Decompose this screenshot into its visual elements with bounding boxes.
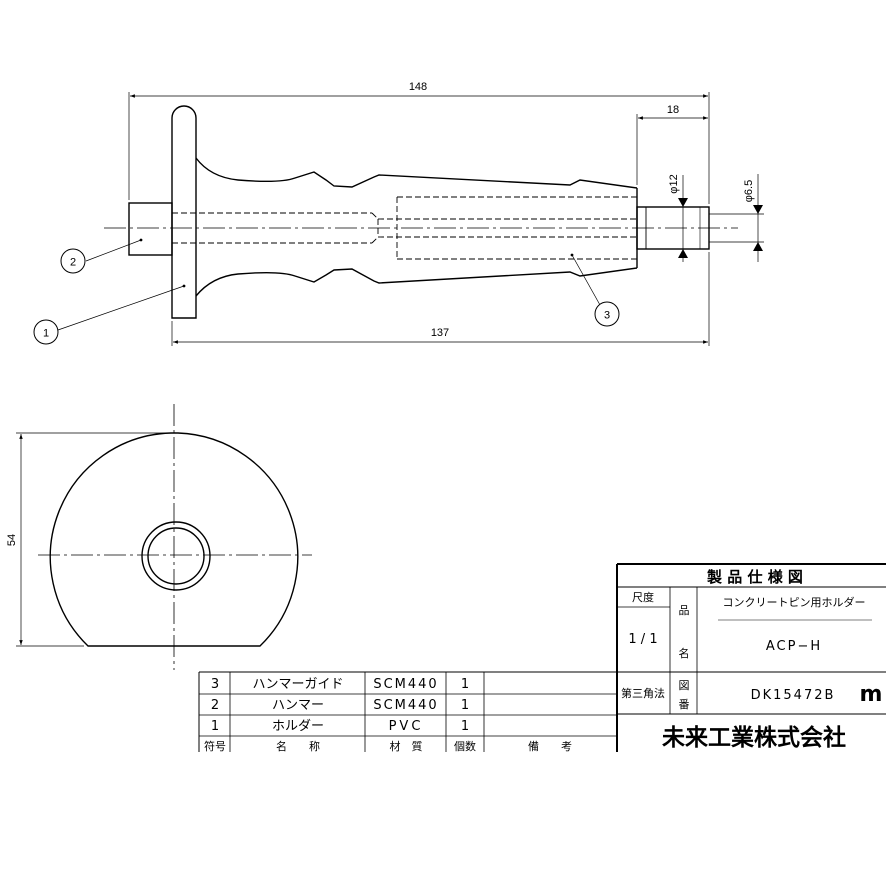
handle-profile-bottom — [195, 267, 638, 297]
svg-text:1: 1 — [461, 677, 469, 692]
svg-text:SCM440: SCM440 — [373, 677, 438, 692]
handle-profile-top — [195, 157, 638, 189]
hidden-lines — [172, 196, 637, 260]
dim-total-length — [128, 92, 710, 204]
drawing-label-bottom: 番 — [679, 698, 690, 711]
dim-54-label: 54 — [6, 534, 18, 546]
parts-row-2: 2 ハンマー SCM440 1 — [211, 698, 469, 713]
projection-method: 第三角法 — [621, 686, 665, 700]
svg-text:2: 2 — [211, 698, 219, 713]
balloon-2: 2 — [60, 238, 143, 274]
hole-outer — [141, 521, 211, 591]
svg-text:1: 1 — [211, 719, 219, 734]
title-block-title: 製 品 仕 様 図 — [706, 568, 803, 586]
svg-text:ホルダー: ホルダー — [272, 719, 324, 734]
drawing-label-top: 図 — [679, 679, 690, 692]
svg-text:2: 2 — [70, 257, 76, 269]
dim-tip-length — [636, 114, 708, 185]
svg-text:1: 1 — [461, 719, 469, 734]
svg-text:備 考: 備 考 — [528, 740, 572, 753]
svg-text:1: 1 — [43, 328, 49, 340]
company-logo-icon: m — [860, 682, 883, 707]
product-label-bottom: 名 — [679, 646, 690, 660]
svg-text:PVC: PVC — [389, 719, 424, 734]
svg-text:3: 3 — [604, 310, 610, 322]
svg-text:名 称: 名 称 — [276, 739, 320, 753]
dim-phi6-5-label: φ6.5 — [743, 180, 755, 202]
title-block: 製 品 仕 様 図 尺度 1 / 1 品 名 コンクリートピン用ホルダー ACP… — [616, 563, 886, 752]
drawing-number: DK15472B — [751, 688, 836, 703]
product-label-top: 品 — [679, 604, 690, 617]
product-name: コンクリートピン用ホルダー — [723, 595, 866, 609]
svg-text:ハンマーガイド: ハンマーガイド — [252, 677, 343, 692]
svg-text:材 質: 材 質 — [390, 739, 423, 753]
svg-text:符号: 符号 — [204, 740, 226, 753]
company-name: 未来工業株式会社 — [662, 724, 846, 751]
dim-height — [16, 432, 168, 647]
svg-text:3: 3 — [211, 677, 219, 692]
dim-137-label: 137 — [431, 327, 449, 339]
hole-inner — [147, 527, 205, 585]
parts-row-3: 3 ハンマーガイド SCM440 1 — [211, 677, 469, 692]
dim-phi12-label: φ12 — [668, 174, 680, 193]
parts-header-row: 符号 名 称 材 質 個数 備 考 — [204, 739, 572, 753]
dim-hammer-diameter — [678, 175, 688, 262]
front-outline — [49, 432, 299, 647]
parts-list-table: 3 ハンマーガイド SCM440 1 2 ハンマー SCM440 1 1 ホルダ… — [198, 671, 617, 753]
hammer-tail — [128, 202, 173, 256]
scale-value: 1 / 1 — [628, 632, 657, 647]
parts-row-1: 1 ホルダー PVC 1 — [211, 719, 469, 734]
side-view — [104, 105, 738, 319]
balloon-3: 3 — [570, 253, 620, 327]
dim-body-length — [171, 252, 710, 346]
dim-pin-diameter — [709, 174, 764, 262]
balloon-1: 1 — [33, 284, 186, 345]
hammer-tip — [636, 206, 710, 250]
flange — [171, 105, 197, 319]
product-code: ACP−H — [766, 639, 822, 654]
front-view — [38, 404, 312, 670]
dim-18-label: 18 — [667, 104, 679, 116]
svg-text:SCM440: SCM440 — [373, 698, 438, 713]
svg-text:個数: 個数 — [454, 740, 476, 753]
svg-text:1: 1 — [461, 698, 469, 713]
dim-148-label: 148 — [409, 81, 427, 93]
scale-label: 尺度 — [632, 590, 654, 604]
svg-text:ハンマー: ハンマー — [272, 698, 324, 713]
